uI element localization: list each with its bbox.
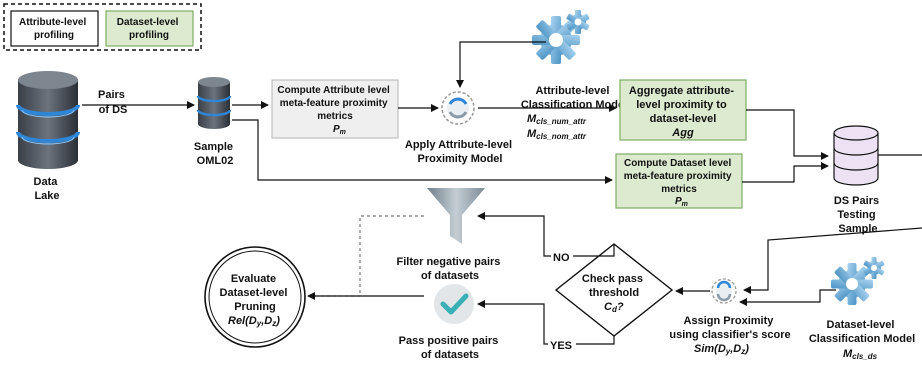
check-var: Cd? [604,301,624,314]
data-lake-label: Data Lake [34,176,61,202]
yes-label: YES [550,340,572,352]
no-label: NO [553,252,570,264]
evaluate-var: Rel(Dy,Dz) [228,315,280,328]
no-label-bg [551,250,573,263]
legend-ds-label: Dataset-level profiling [117,17,181,41]
compute-ds-var: Pm [675,196,688,208]
pairs-of-ds-label: Pairs of DS [98,89,128,116]
aggregate-label: Aggregate attribute- level proximity to … [629,85,737,125]
legend: Attribute-level profiling Dataset-level … [3,3,202,51]
attr-model-var2: Mcls_nom_attr [527,128,587,141]
assign-label: Assign Proximity using classifier's scor… [669,315,790,341]
compute-ds-label: Compute Dataset level meta-feature proxi… [624,158,735,195]
legend-ds-box [105,10,194,47]
assign-var: Sim(Dy,Dz) [694,343,749,356]
legend-attr-label: Attribute-level profiling [19,17,89,41]
compute-attr-var: Pm [333,124,346,136]
check-circle-icon [434,284,474,324]
filter-neg-label: Filter negative pairs of datasets [397,256,504,282]
arrow-ds-model-to-assign [739,289,836,306]
aggregate-var: Agg [671,127,694,139]
apply-attr-model-label: Apply Attribute-level Proximity Model [405,139,515,165]
arrow-attr-model-to-apply [456,41,546,88]
compute-ds-box [615,153,743,209]
assign-refresh-icon [711,278,737,304]
ds-model-label: Dataset-level Classification Model [809,319,915,345]
yes-label-bg [548,338,576,351]
compute-attr-label: Compute Attribute level meta-feature pro… [277,85,392,122]
arrow-no-to-filter [477,212,615,257]
arrow-return-to-assign [743,227,922,294]
legend-attr-box [10,10,99,47]
evaluate-inner-circle [208,250,302,344]
legend-border [3,3,202,51]
data-lake-database-icon [16,71,80,169]
check-label: Check pass threshold [582,273,646,299]
ds-pairs-database-icon [833,125,879,186]
sample-database-icon [196,77,232,129]
ds-model-var: Mcls_ds [843,348,878,361]
arrow-aggregate-to-ds-pairs [746,109,829,160]
arrow-sample-to-compute-ds [232,119,613,184]
aggregate-box [619,79,747,141]
arrow-compute-ds-to-ds-pairs [742,162,829,183]
evaluate-label: Evaluate Dataset-level Pruning [220,273,291,313]
attr-model-label: Attribute-level Classification Model [521,85,627,111]
arrow-yes-to-pass [477,300,615,345]
attr-model-var1: Mcls_num_attr [527,113,587,126]
sample-label: Sample OML02 [194,141,236,167]
pass-pos-label: Pass positive pairs of datasets [399,335,502,361]
compute-attr-box [271,79,399,139]
funnel-icon [427,188,485,244]
evaluate-outer-circle [204,246,306,348]
attr-model-gear-icon [532,10,590,64]
ds-pairs-label: DS Pairs Testing Sample [834,195,882,235]
ds-model-gear-icon [831,257,885,305]
refresh-icon [441,91,475,125]
